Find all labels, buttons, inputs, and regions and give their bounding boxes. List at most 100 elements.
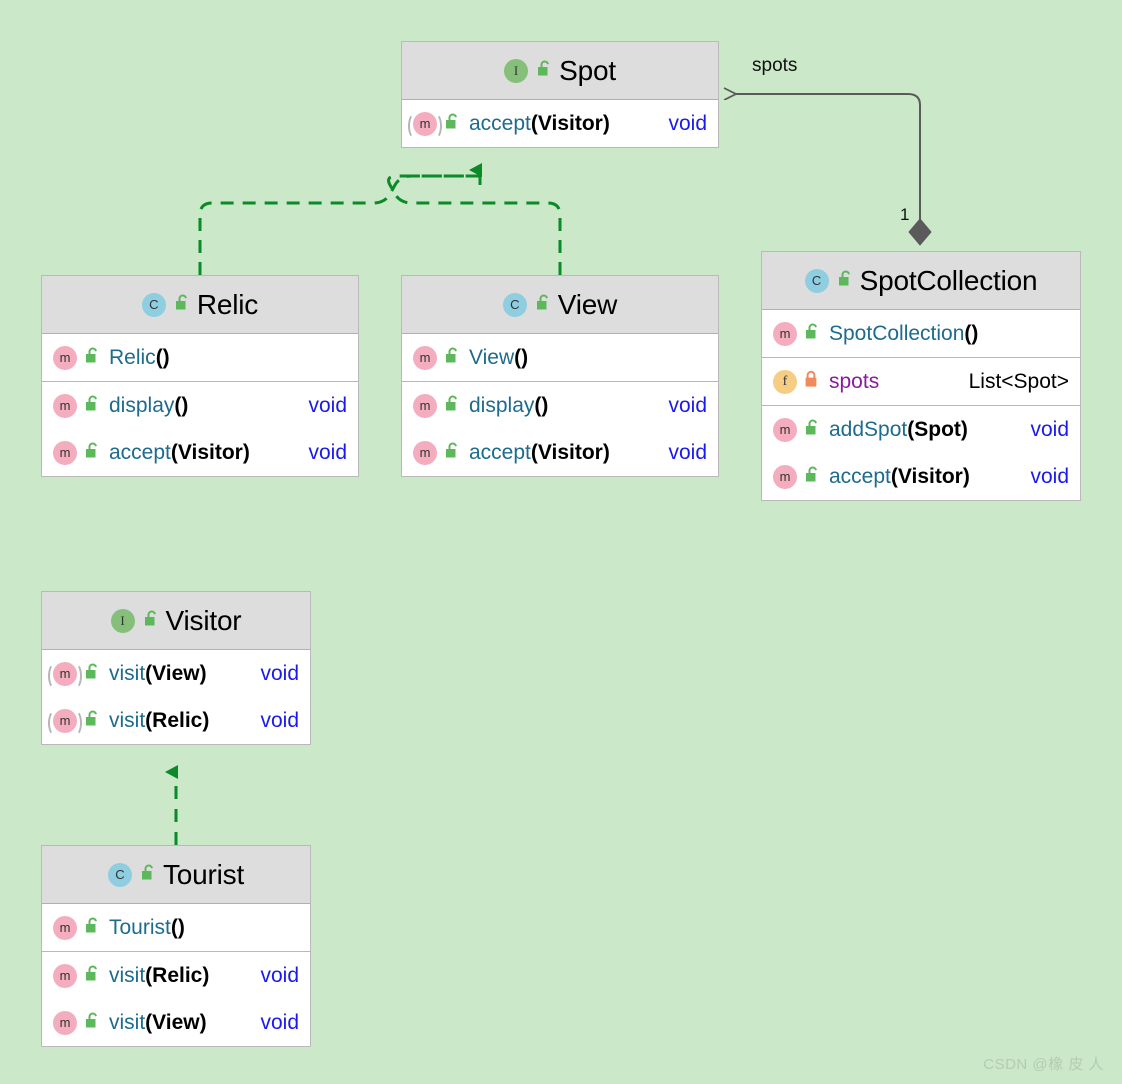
class-header-icons-tourist: C [107,862,156,887]
unlock-icon [83,916,100,940]
member-signature: addSpot(Spot) [829,417,968,441]
class-section-spotcollection-fields: f spots List<Spot> [762,357,1080,405]
member-row[interactable]: m display() void [42,382,358,429]
class-box-tourist[interactable]: C Tourist m Tourist() [41,845,311,1047]
member-row[interactable]: m visit(View) void [42,999,310,1046]
class-box-spotcollection[interactable]: C SpotCollection m SpotCollection() [761,251,1081,501]
member-row[interactable]: m SpotCollection() [762,310,1080,357]
member-signature: accept(Visitor) [469,111,610,135]
method-icon: m [773,464,797,489]
row-icons: m [53,1010,100,1035]
member-return-type: void [1030,464,1069,488]
member-return-type: void [308,393,347,417]
interface-icon: I [110,608,135,633]
unlock-icon [83,394,100,418]
method-icon: m [413,393,437,418]
unlock-icon [803,322,820,346]
unlock-icon [443,441,460,465]
class-section-visitor-methods: m visit(View) void m visit(Relic) void [42,650,310,744]
member-return-type: void [668,393,707,417]
member-row[interactable]: m addSpot(Spot) void [762,406,1080,453]
member-row[interactable]: m Relic() [42,334,358,381]
member-signature: accept(Visitor) [109,440,250,464]
method-icon: m [773,417,797,442]
method-icon: m [53,915,77,940]
member-row[interactable]: m visit(Relic) void [42,952,310,999]
unlock-icon [803,418,820,442]
class-name-view: View [557,288,618,320]
member-signature: Relic() [109,345,170,369]
class-name-relic: Relic [196,288,259,320]
unlock-icon [83,662,100,686]
member-row[interactable]: m Tourist() [42,904,310,951]
class-header-icons-relic: C [141,292,190,317]
member-row[interactable]: m accept(Visitor) void [762,453,1080,500]
member-row[interactable]: m accept(Visitor) void [402,429,718,476]
class-section-tourist-ctor: m Tourist() [42,904,310,951]
member-row[interactable]: m visit(View) void [42,650,310,697]
class-header-relic: C Relic [42,276,358,334]
row-icons: m [53,393,100,418]
method-icon: m [53,393,77,418]
member-signature: SpotCollection() [829,321,979,345]
method-icon: m [413,345,437,370]
member-signature: visit(View) [109,1010,207,1034]
class-box-relic[interactable]: C Relic m Relic() [41,275,359,477]
row-icons: m [48,708,100,736]
unlock-icon [534,293,551,317]
class-section-spotcollection-methods: m addSpot(Spot) void m accept(Visitor) v… [762,405,1080,500]
method-icon: m [413,440,437,465]
member-signature: accept(Visitor) [829,464,970,488]
class-section-relic-ctor: m Relic() [42,334,358,381]
member-signature: Tourist() [109,915,185,939]
member-row[interactable]: m View() [402,334,718,381]
row-icons: m [773,464,820,489]
class-name-spot: Spot [559,54,616,86]
member-row[interactable]: m accept(Visitor) void [402,100,718,147]
class-name-visitor: Visitor [165,604,242,636]
member-row[interactable]: m display() void [402,382,718,429]
member-signature: display() [469,393,549,417]
row-icons: m [413,345,460,370]
class-header-icons-spot: I [504,58,552,83]
member-signature: spots [829,369,880,393]
interface-icon: I [504,58,529,83]
class-header-visitor: I Visitor [42,592,310,650]
unlock-icon [443,346,460,370]
row-icons: m [773,417,820,442]
unlock-icon [443,394,460,418]
association-multiplicity: 1 [900,205,910,224]
member-return-type: void [260,963,299,987]
abstract-method-icon: m [48,708,82,736]
class-name-tourist: Tourist [162,858,245,890]
class-box-spot[interactable]: I Spot m accept(Visitor) void [401,41,719,148]
method-icon: m [53,440,77,465]
member-signature: View() [469,345,529,369]
member-signature: visit(Relic) [109,963,210,987]
unlock-icon [139,863,156,887]
unlock-icon [83,1011,100,1035]
unlock-icon [173,293,190,317]
member-return-type: void [668,111,707,135]
aggregation-diamond [908,218,932,246]
class-header-spotcollection: C SpotCollection [762,252,1080,310]
member-row[interactable]: m accept(Visitor) void [42,429,358,476]
class-section-relic-methods: m display() void m accept(Visitor) void [42,381,358,476]
class-icon: C [502,292,527,317]
unlock-icon [535,59,552,83]
unlock-icon [142,609,159,633]
class-icon: C [804,268,829,293]
method-icon: m [773,321,797,346]
class-name-spotcollection: SpotCollection [859,264,1038,296]
class-box-view[interactable]: C View m View() m [401,275,719,477]
class-icon: C [141,292,166,317]
method-icon: m [53,345,77,370]
abstract-method-icon: m [408,111,442,139]
member-row[interactable]: f spots List<Spot> [762,358,1080,405]
member-signature: visit(Relic) [109,708,210,732]
class-box-visitor[interactable]: I Visitor m visit(View) void [41,591,311,745]
row-icons: m [53,915,100,940]
member-row[interactable]: m visit(Relic) void [42,697,310,744]
unlock-icon [83,709,100,733]
member-return-type: void [260,708,299,732]
